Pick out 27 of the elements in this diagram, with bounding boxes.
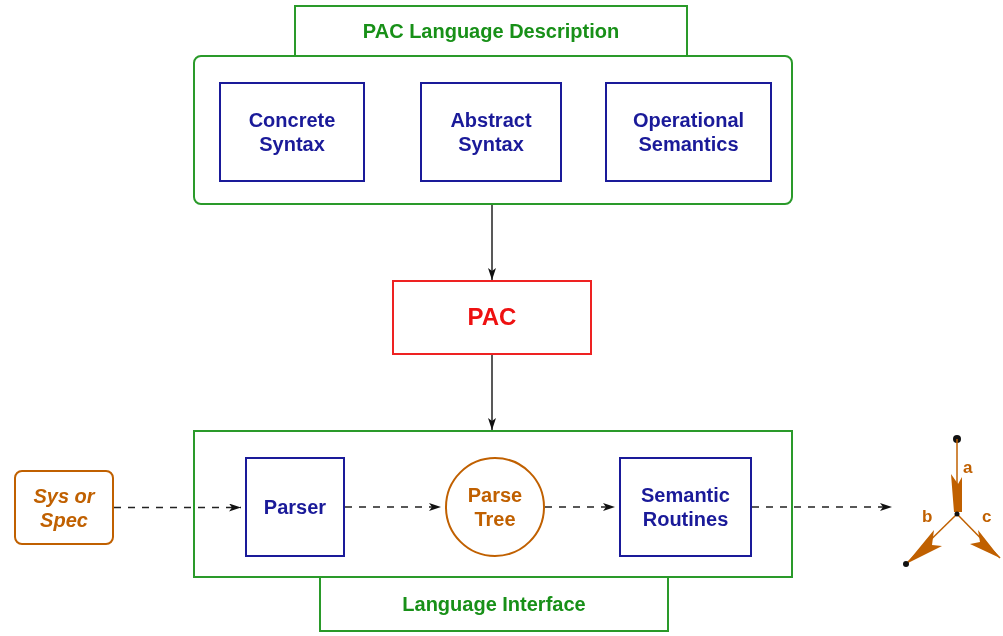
process-box	[245, 457, 345, 557]
branch-label: a	[963, 459, 973, 476]
box-label: Abstract Syntax	[449, 108, 533, 156]
branch-label: c	[982, 508, 992, 525]
arrow	[488, 204, 496, 281]
process-box	[392, 280, 592, 355]
process-box	[605, 82, 772, 182]
group-heading: PAC Language Description	[294, 5, 688, 55]
arrow	[344, 503, 442, 511]
process-box	[219, 82, 365, 182]
input-box	[14, 470, 114, 545]
box-label: Sys or Spec	[32, 483, 97, 532]
box-label: Semantic Routines	[640, 483, 731, 531]
branch-label: b	[922, 508, 933, 525]
box-label: Operational Semantics	[631, 108, 746, 156]
process-box	[619, 457, 752, 557]
box-label: Concrete Syntax	[247, 108, 337, 156]
arrow	[113, 503, 242, 512]
arrow	[544, 503, 616, 511]
arrow	[751, 503, 893, 511]
circle-label: Parse Tree	[466, 483, 524, 531]
group-heading: Language Interface	[319, 578, 669, 632]
box-label: Parser	[262, 495, 328, 519]
process-circle	[445, 457, 545, 557]
arrow	[488, 354, 496, 431]
process-box	[420, 82, 562, 182]
box-label: PAC	[467, 303, 517, 332]
